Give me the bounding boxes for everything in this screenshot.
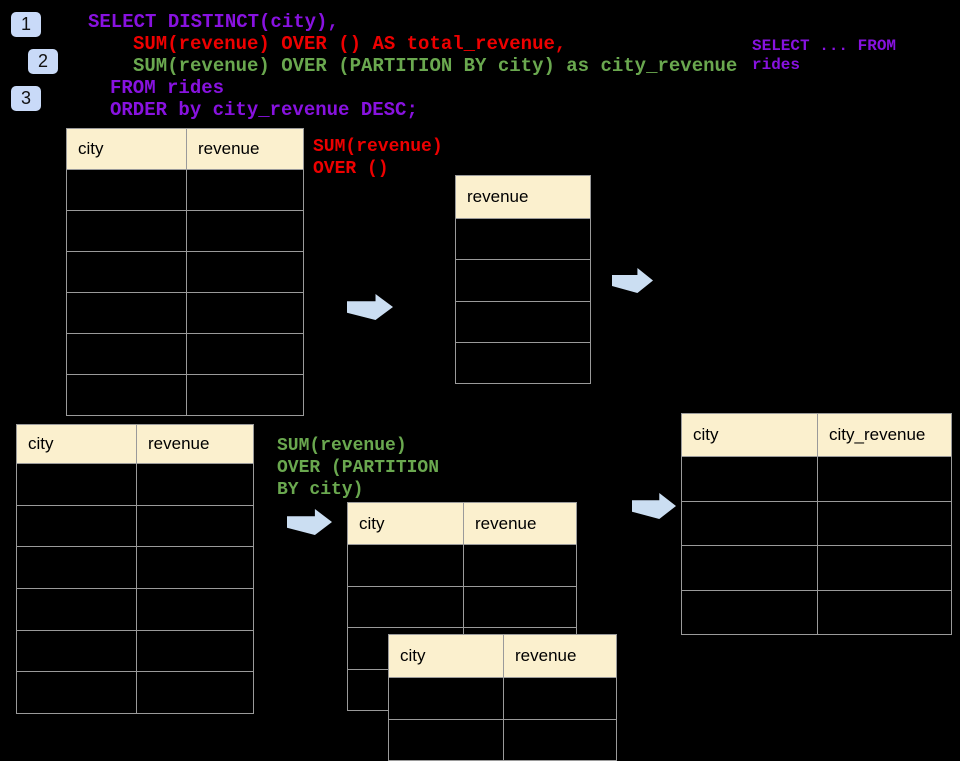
arrow-right-icon [632,493,676,519]
table-cell [456,219,590,260]
table-cell [682,546,817,590]
arrow-right-icon [612,268,653,293]
table-cell [504,719,616,760]
step-badge-2: 2 [28,49,58,74]
label-line: SUM(revenue) [313,137,443,157]
table-cell [389,719,503,760]
table-cell [682,457,817,501]
step-badge-3: 3 [11,86,41,111]
table-cell [67,334,186,374]
table-cell [137,505,253,547]
table-header-cell: city [389,635,503,677]
label-line: BY city) [277,480,364,500]
table-cell [456,301,590,342]
table-cell [187,375,303,415]
table-cell [464,586,576,627]
arrow-right-icon [287,509,332,535]
table-cell [456,342,590,383]
table-cell [137,464,253,505]
table-header-cell: city [67,129,186,169]
table-cell [187,334,303,374]
table-header-cell: revenue [504,635,616,677]
arrow-right-icon [347,294,393,320]
label-line: OVER (PARTITION [277,458,440,478]
code-line: ORDER by city_revenue DESC; [110,99,418,121]
table-cell [187,293,303,333]
table-cell [17,464,136,505]
step-badge-1: 1 [11,12,41,37]
table-cell [504,678,616,719]
table-header-cell: city_revenue [818,414,951,456]
table-cell [137,547,253,588]
table-cell [187,170,303,210]
code-line: FROM rides [110,77,225,99]
table-cell [456,260,590,301]
table-header-cell: revenue [456,176,590,218]
slide-canvas: { "colors": { "bg": "#000000", "purple":… [0,11,952,761]
total-revenue-window-label: SUM(revenue)OVER () [313,136,443,180]
table-header-cell: city [348,503,463,544]
code-line: SUM(revenue) OVER () AS total_revenue, [133,33,567,55]
table-cell [348,586,463,627]
table-cell [389,678,503,719]
table-cell [818,501,951,545]
table-header-cell: revenue [187,129,303,169]
table-cell [137,589,253,630]
table-total-revenue-result: revenue [455,175,591,384]
table-cell [67,293,186,333]
table-cell [348,545,463,586]
sql-code-block: SELECT DISTINCT(city),SUM(revenue) OVER … [0,11,737,121]
table-cell [17,672,136,713]
table-cell [67,252,186,292]
table-cell [464,545,576,586]
table-cell [187,252,303,292]
table-cell [682,501,817,545]
table-cell [818,457,951,501]
table-cell [17,630,136,672]
table-header-cell: city [682,414,817,456]
table-cell [818,546,951,590]
table-cell [67,211,186,251]
code-line: SUM(revenue) OVER (PARTITION BY city) as… [133,55,738,77]
table-cell [187,211,303,251]
table-header-cell: revenue [137,425,253,463]
table-header-cell: revenue [464,503,576,544]
table-cell [17,547,136,588]
label-line: SUM(revenue) [277,436,407,456]
table-cell [818,590,951,634]
table-cell [67,375,186,415]
table-cell [682,590,817,634]
label-line: rides [752,56,801,74]
label-line: OVER () [313,159,389,179]
code-line: SELECT DISTINCT(city), [88,11,339,33]
table-cell [67,170,186,210]
table-header-cell: city [17,425,136,463]
label-line: SELECT ... FROM [752,37,897,55]
table-cell [17,505,136,547]
table-cell [137,672,253,713]
table-cell [137,630,253,672]
table-cell [17,589,136,630]
